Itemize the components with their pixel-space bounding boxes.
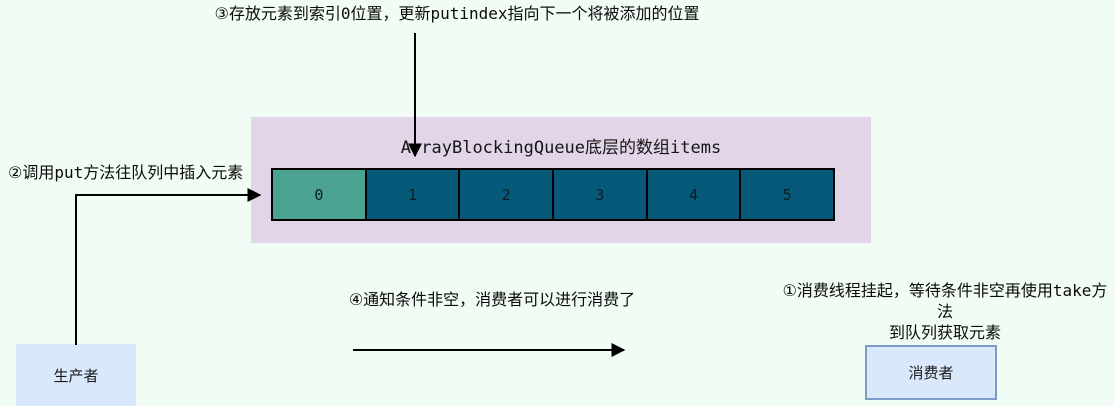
step2-annotation: ②调用put方法往队列中插入元素 xyxy=(8,163,244,182)
queue-cell-3: 3 xyxy=(554,170,648,219)
queue-cell-4: 4 xyxy=(647,170,742,219)
queue-cell-2: 2 xyxy=(460,170,555,219)
producer-box: 生产者 xyxy=(16,344,136,406)
step1-annotation-line2: 到队列获取元素 xyxy=(888,323,1001,342)
queue-panel: ArrayBlockingQueue底层的数组items 0 1 2 3 4 5 xyxy=(251,117,871,243)
queue-cell-1: 1 xyxy=(366,170,461,219)
queue-cell-0: 0 xyxy=(273,170,367,219)
consumer-label: 消费者 xyxy=(908,364,954,382)
step4-annotation: ④通知条件非空，消费者可以进行消费了 xyxy=(348,290,636,309)
queue-cell-5: 5 xyxy=(741,170,834,219)
consumer-box: 消费者 xyxy=(865,345,997,400)
step3-annotation: ③存放元素到索引0位置，更新putindex指向下一个将被添加的位置 xyxy=(214,4,700,23)
step1-annotation: ①消费线程挂起，等待条件非空再使用take方法 到队列获取元素 xyxy=(780,280,1110,343)
step1-annotation-line1: ①消费线程挂起，等待条件非空再使用take方法 xyxy=(782,281,1108,321)
queue-panel-title: ArrayBlockingQueue底层的数组items xyxy=(400,138,722,158)
producer-connector-arrow xyxy=(75,188,262,345)
queue-array: 0 1 2 3 4 5 xyxy=(271,168,835,221)
producer-label: 生产者 xyxy=(53,366,99,385)
